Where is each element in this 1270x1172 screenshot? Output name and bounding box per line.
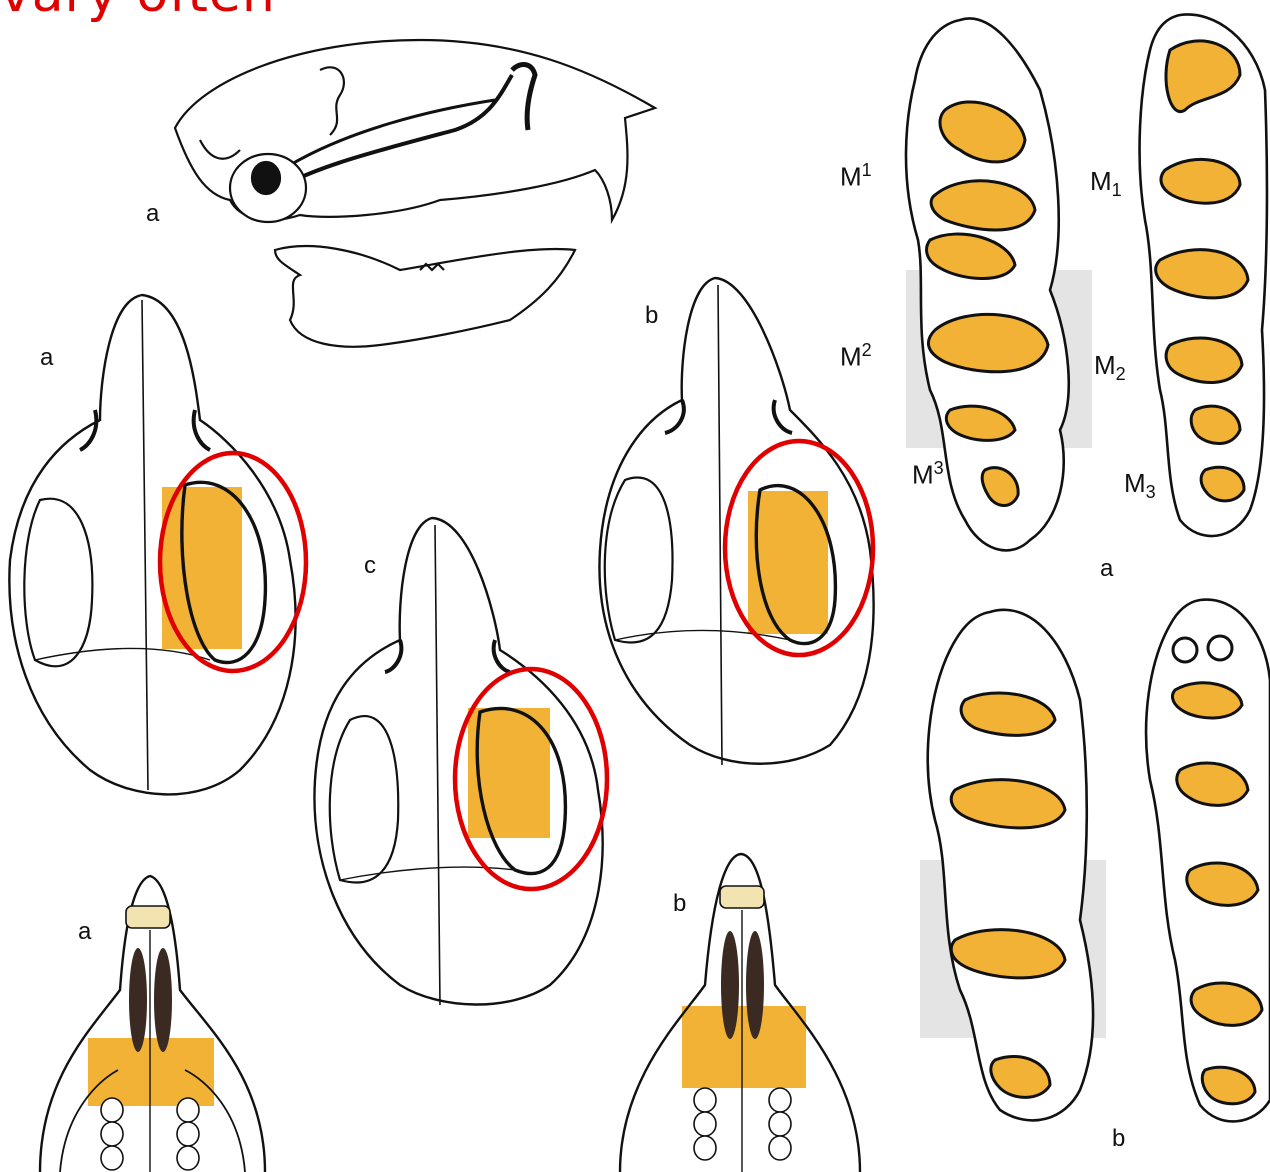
- tooth-label-lower-third: M3: [1124, 468, 1156, 503]
- label-dorsal-b: b: [645, 302, 658, 330]
- tooth-label-lower-second: M2: [1094, 350, 1126, 385]
- molar-row-drawing-a: [906, 14, 1267, 550]
- label-palate-b: b: [673, 890, 686, 918]
- dorsal-skull-drawing-a: [9, 295, 306, 794]
- tooth-label-upper-first: M1: [840, 160, 872, 193]
- tooth-label-lower-first: M1: [1090, 166, 1122, 201]
- label-dorsal-a: a: [40, 344, 53, 372]
- molar-row-drawing-b: [920, 600, 1270, 1122]
- label-palate-a: a: [78, 918, 91, 946]
- label-dorsal-c: c: [364, 552, 376, 580]
- tooth-label-upper-third: M3: [912, 458, 944, 491]
- dorsal-skull-drawing-b: [599, 278, 873, 765]
- lateral-skull-drawing: [175, 40, 655, 347]
- dorsal-skull-drawing-c: [314, 518, 607, 1005]
- label-molars-b: b: [1112, 1125, 1125, 1153]
- label-molars-a: a: [1100, 555, 1113, 583]
- tooth-label-upper-second: M2: [840, 340, 872, 373]
- label-lateral-skull: a: [146, 200, 159, 228]
- palate-drawing-a: [40, 876, 265, 1172]
- palate-drawing-b: [620, 854, 860, 1172]
